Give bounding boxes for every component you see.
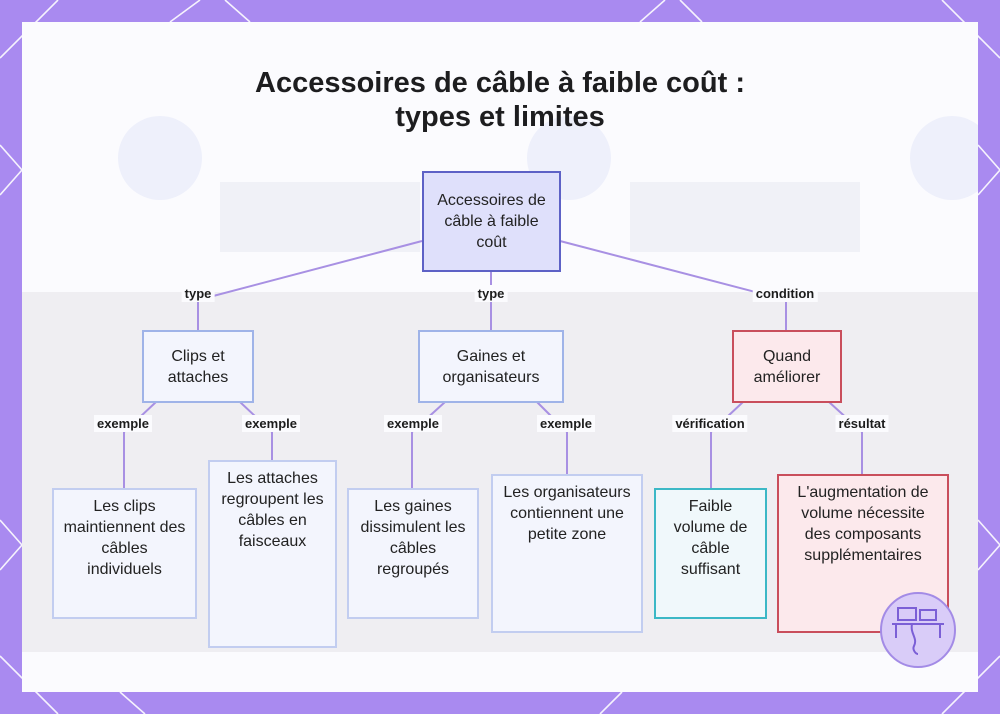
desk-workstation-icon	[880, 592, 956, 668]
desk-workstation-icon-graphic	[882, 594, 954, 666]
edge-root-clips	[198, 241, 422, 300]
edge-label-exemple: exemple	[537, 415, 595, 432]
node-leaf-organisateurs: Les organisateurs contiennent une petite…	[491, 474, 643, 633]
node-gaines-organisateurs-label: Gaines et organisateurs	[428, 346, 554, 388]
node-clips-attaches-label: Clips et attaches	[152, 346, 244, 388]
node-quand-ameliorer: Quand améliorer	[732, 330, 842, 403]
node-clips-attaches: Clips et attaches	[142, 330, 254, 403]
edge-label-condition: condition	[753, 285, 818, 302]
edge-label-verification: vérification	[672, 415, 747, 432]
node-quand-ameliorer-label: Quand améliorer	[742, 346, 832, 388]
edge-label-exemple: exemple	[94, 415, 152, 432]
edge-label-type: type	[475, 285, 508, 302]
node-leaf-faible-volume-label: Faible volume de câble suffisant	[664, 496, 757, 580]
node-gaines-organisateurs: Gaines et organisateurs	[418, 330, 564, 403]
edge-label-exemple: exemple	[242, 415, 300, 432]
node-leaf-augmentation-label: L'augmentation de volume nécessite des c…	[787, 482, 939, 566]
node-leaf-gaines-label: Les gaines dissimulent les câbles regrou…	[357, 496, 469, 580]
node-leaf-faible-volume: Faible volume de câble suffisant	[654, 488, 767, 619]
node-leaf-clips-label: Les clips maintiennent des câbles indivi…	[62, 496, 187, 580]
node-leaf-gaines: Les gaines dissimulent les câbles regrou…	[347, 488, 479, 619]
edge-label-resultat: résultat	[836, 415, 889, 432]
node-root-label: Accessoires de câble à faible coût	[432, 190, 551, 253]
node-leaf-clips: Les clips maintiennent des câbles indivi…	[52, 488, 197, 619]
edge-label-type: type	[182, 285, 215, 302]
node-root: Accessoires de câble à faible coût	[422, 171, 561, 272]
node-leaf-attaches-label: Les attaches regroupent les câbles en fa…	[218, 468, 327, 552]
node-leaf-organisateurs-label: Les organisateurs contiennent une petite…	[501, 482, 633, 545]
edge-label-exemple: exemple	[384, 415, 442, 432]
node-leaf-attaches: Les attaches regroupent les câbles en fa…	[208, 460, 337, 648]
